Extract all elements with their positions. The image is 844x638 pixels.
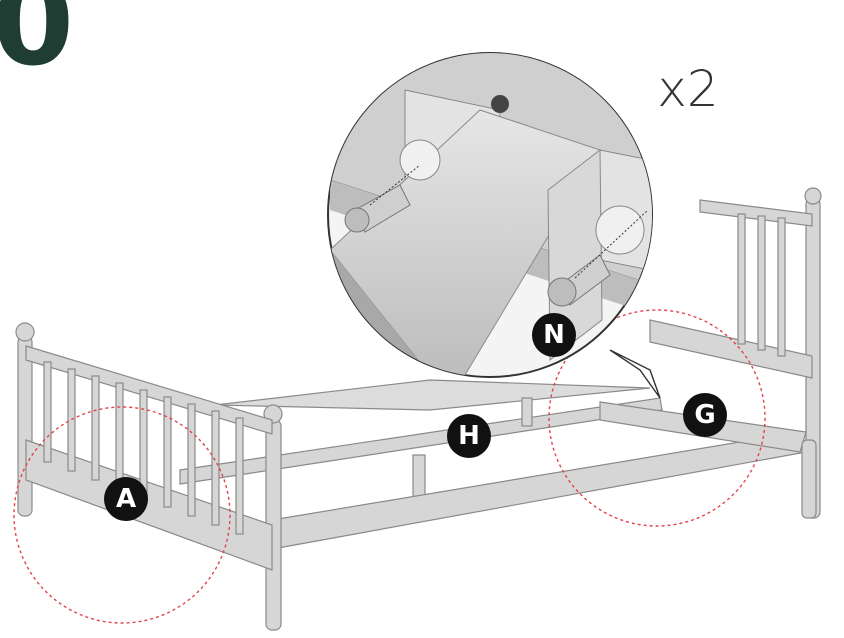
- callout-pointer: [609, 349, 661, 399]
- headboard-finial-right: [804, 187, 822, 205]
- detail-hole: [491, 95, 509, 113]
- step-number: 0: [0, 0, 75, 92]
- detail-bolt: [344, 184, 411, 233]
- detail-bolt: [547, 254, 611, 307]
- highlight-circle-G: [548, 309, 766, 527]
- footboard-spindle: [91, 375, 100, 481]
- side-rail-H: [179, 397, 663, 485]
- footboard-spindle: [115, 382, 124, 490]
- part-label-G: G: [683, 393, 727, 437]
- part-label-H: H: [447, 414, 491, 458]
- quantity-label: x2: [646, 58, 730, 120]
- footboard-post-left: [17, 335, 33, 517]
- footboard-spindle: [43, 361, 52, 463]
- magnified-detail: [327, 52, 699, 399]
- footboard-spindle: [187, 403, 196, 517]
- detail-washer: [595, 205, 645, 255]
- footboard-spindle: [235, 417, 244, 535]
- headboard-spindle: [737, 213, 746, 345]
- footboard-finial-left: [15, 322, 35, 342]
- highlight-circle-A: [13, 406, 231, 624]
- headboard-spindle: [777, 217, 786, 357]
- detail-hole: [681, 155, 699, 173]
- footboard-spindle: [163, 396, 172, 508]
- detail-rail-side: [330, 250, 450, 377]
- footboard-panel-A: [25, 439, 273, 571]
- part-label-N: N: [532, 313, 576, 357]
- headboard-bottom-rail: [649, 319, 813, 379]
- bed-frame: [15, 187, 822, 631]
- leg-front-right: [801, 439, 817, 519]
- headboard-spindle: [757, 215, 766, 351]
- footboard-spindle: [211, 410, 220, 526]
- slat-rail-back: [214, 379, 651, 411]
- part-label-A: A: [104, 477, 148, 521]
- footboard-spindle: [139, 389, 148, 499]
- detail-guide-line: [574, 209, 649, 279]
- footboard-top-rail: [25, 345, 273, 435]
- footboard-spindle: [67, 368, 76, 472]
- headboard-top-rail: [699, 199, 813, 227]
- center-leg-back: [521, 397, 533, 427]
- detail-washer: [399, 139, 441, 181]
- detail-bracket-vertical: [547, 148, 603, 362]
- detail-guide-line: [369, 164, 421, 206]
